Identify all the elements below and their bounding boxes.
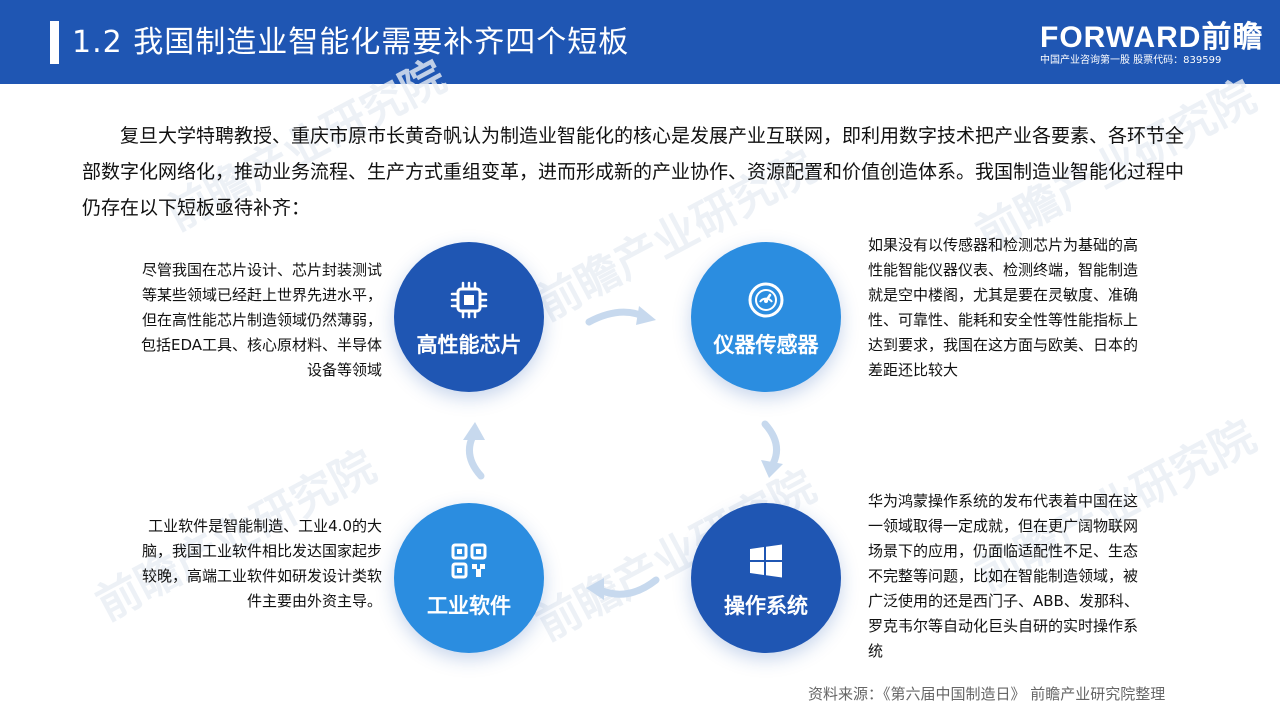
logo-tagline: 中国产业咨询第一股 股票代码：839599 [1040, 55, 1222, 66]
node-sensor: 仪器传感器 [691, 242, 841, 392]
intro-paragraph: 复旦大学特聘教授、重庆市原市长黄奇帆认为制造业智能化的核心是发展产业互联网，即利… [82, 125, 1185, 219]
node-software-label: 工业软件 [427, 594, 511, 618]
node-software: 工业软件 [394, 503, 544, 653]
node-chip-label: 高性能芯片 [416, 333, 522, 357]
arrow-chip-to-sensor [585, 306, 656, 326]
node-os-label: 操作系统 [724, 594, 808, 618]
source-note: 资料来源：《第六届中国制造日》 前瞻产业研究院整理 [808, 685, 1166, 703]
arrow-software-to-chip [463, 422, 485, 480]
windows-icon [750, 544, 782, 578]
header-bar: 1.2 我国制造业智能化需要补齐四个短板 FORWARD前瞻 中国产业咨询第一股… [0, 0, 1280, 84]
title-accent-mark [50, 21, 59, 64]
node-chip: 高性能芯片 [394, 242, 544, 392]
os-description: 华为鸿蒙操作系统的发布代表着中国在这一领域取得一定成就，但在更广阔物联网场景下的… [868, 492, 1139, 660]
chip-icon [450, 281, 488, 319]
sensor-icon [748, 282, 784, 318]
node-sensor-label: 仪器传感器 [713, 333, 819, 357]
slide-title: 1.2 我国制造业智能化需要补齐四个短板 [72, 25, 630, 60]
sensor-description: 如果没有以传感器和检测芯片为基础的高性能智能仪器仪表、检测终端，智能制造就是空中… [868, 236, 1139, 379]
forward-logo: FORWARD前瞻 [1040, 21, 1264, 54]
arrow-sensor-to-os [761, 420, 783, 478]
software-description: 工业软件是智能制造、工业4.0的大脑，我国工业软件相比发达国家起步较晚，高端工业… [141, 517, 382, 610]
node-os: 操作系统 [691, 503, 841, 653]
arrow-os-to-software [586, 576, 660, 600]
chip-description: 尽管我国在芯片设计、芯片封装测试等某些领域已经赶上世界先进水平，但在高性能芯片制… [140, 261, 382, 379]
qr-code-icon [451, 543, 487, 579]
